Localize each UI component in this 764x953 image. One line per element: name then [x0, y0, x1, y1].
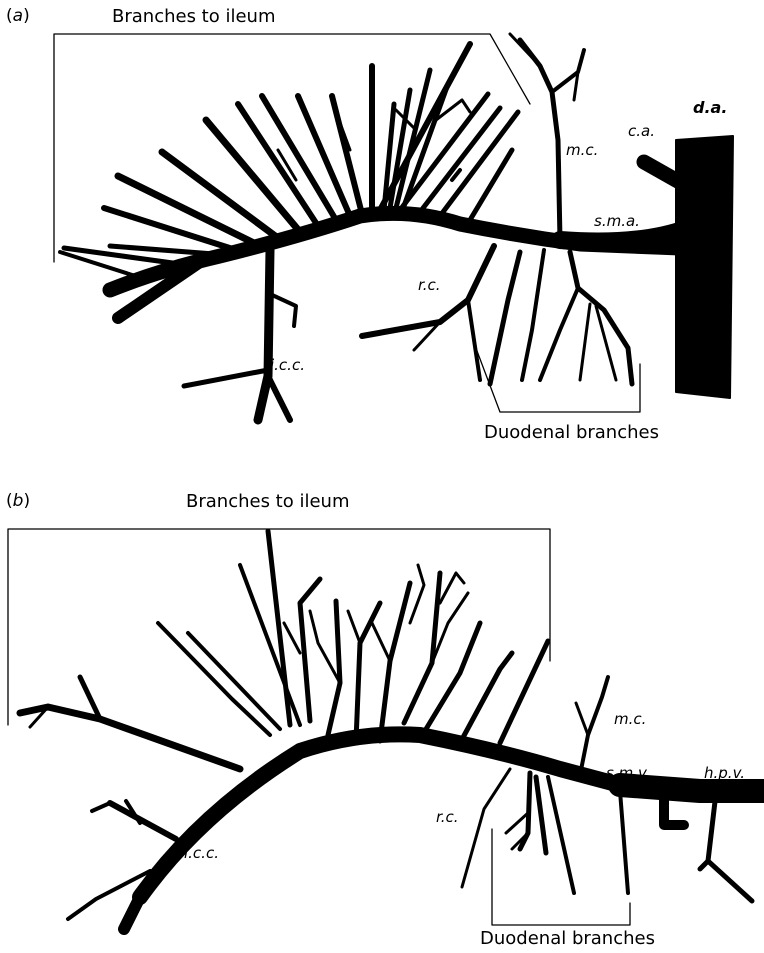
- label-dorsal-aorta: d.a.: [693, 100, 727, 116]
- label-middle-colic-b: m.c.: [614, 712, 646, 727]
- label-superior-mesenteric-artery: s.m.a.: [594, 214, 640, 229]
- panel-letter-a: (a): [6, 8, 30, 25]
- label-right-colic-a: r.c.: [418, 278, 441, 293]
- label-hepatic-portal-vein: h.p.v.: [704, 766, 745, 781]
- dorsal-aorta: [676, 136, 733, 398]
- label-ileocaecocolic-b: i.c.c.: [184, 846, 219, 861]
- label-superior-mesenteric-vein: s.m.v.: [606, 766, 650, 781]
- panel-a-artery-diagram: [0, 0, 764, 450]
- duodenal-branches-title-b: Duodenal branches: [480, 930, 655, 948]
- panel-letter-b: (b): [6, 493, 30, 510]
- middle-colic-artery: [520, 40, 560, 240]
- ileocaecocolic-artery: [258, 250, 270, 420]
- hepatic-portal-vein: [620, 785, 764, 791]
- duodenal-branches-title-a: Duodenal branches: [484, 424, 659, 442]
- label-middle-colic-a: m.c.: [566, 143, 598, 158]
- ileum-branches-title-a: Branches to ileum: [112, 8, 275, 26]
- label-ileocaecocolic-a: i.c.c.: [270, 358, 305, 373]
- label-right-colic-b: r.c.: [436, 810, 459, 825]
- right-colic-vein: [462, 769, 510, 887]
- ileocaecocolic-vein: [110, 803, 176, 839]
- panel-b-vein-diagram: [0, 473, 764, 953]
- label-coeliac-artery: c.a.: [628, 124, 655, 139]
- ileum-branches-title-b: Branches to ileum: [186, 493, 349, 511]
